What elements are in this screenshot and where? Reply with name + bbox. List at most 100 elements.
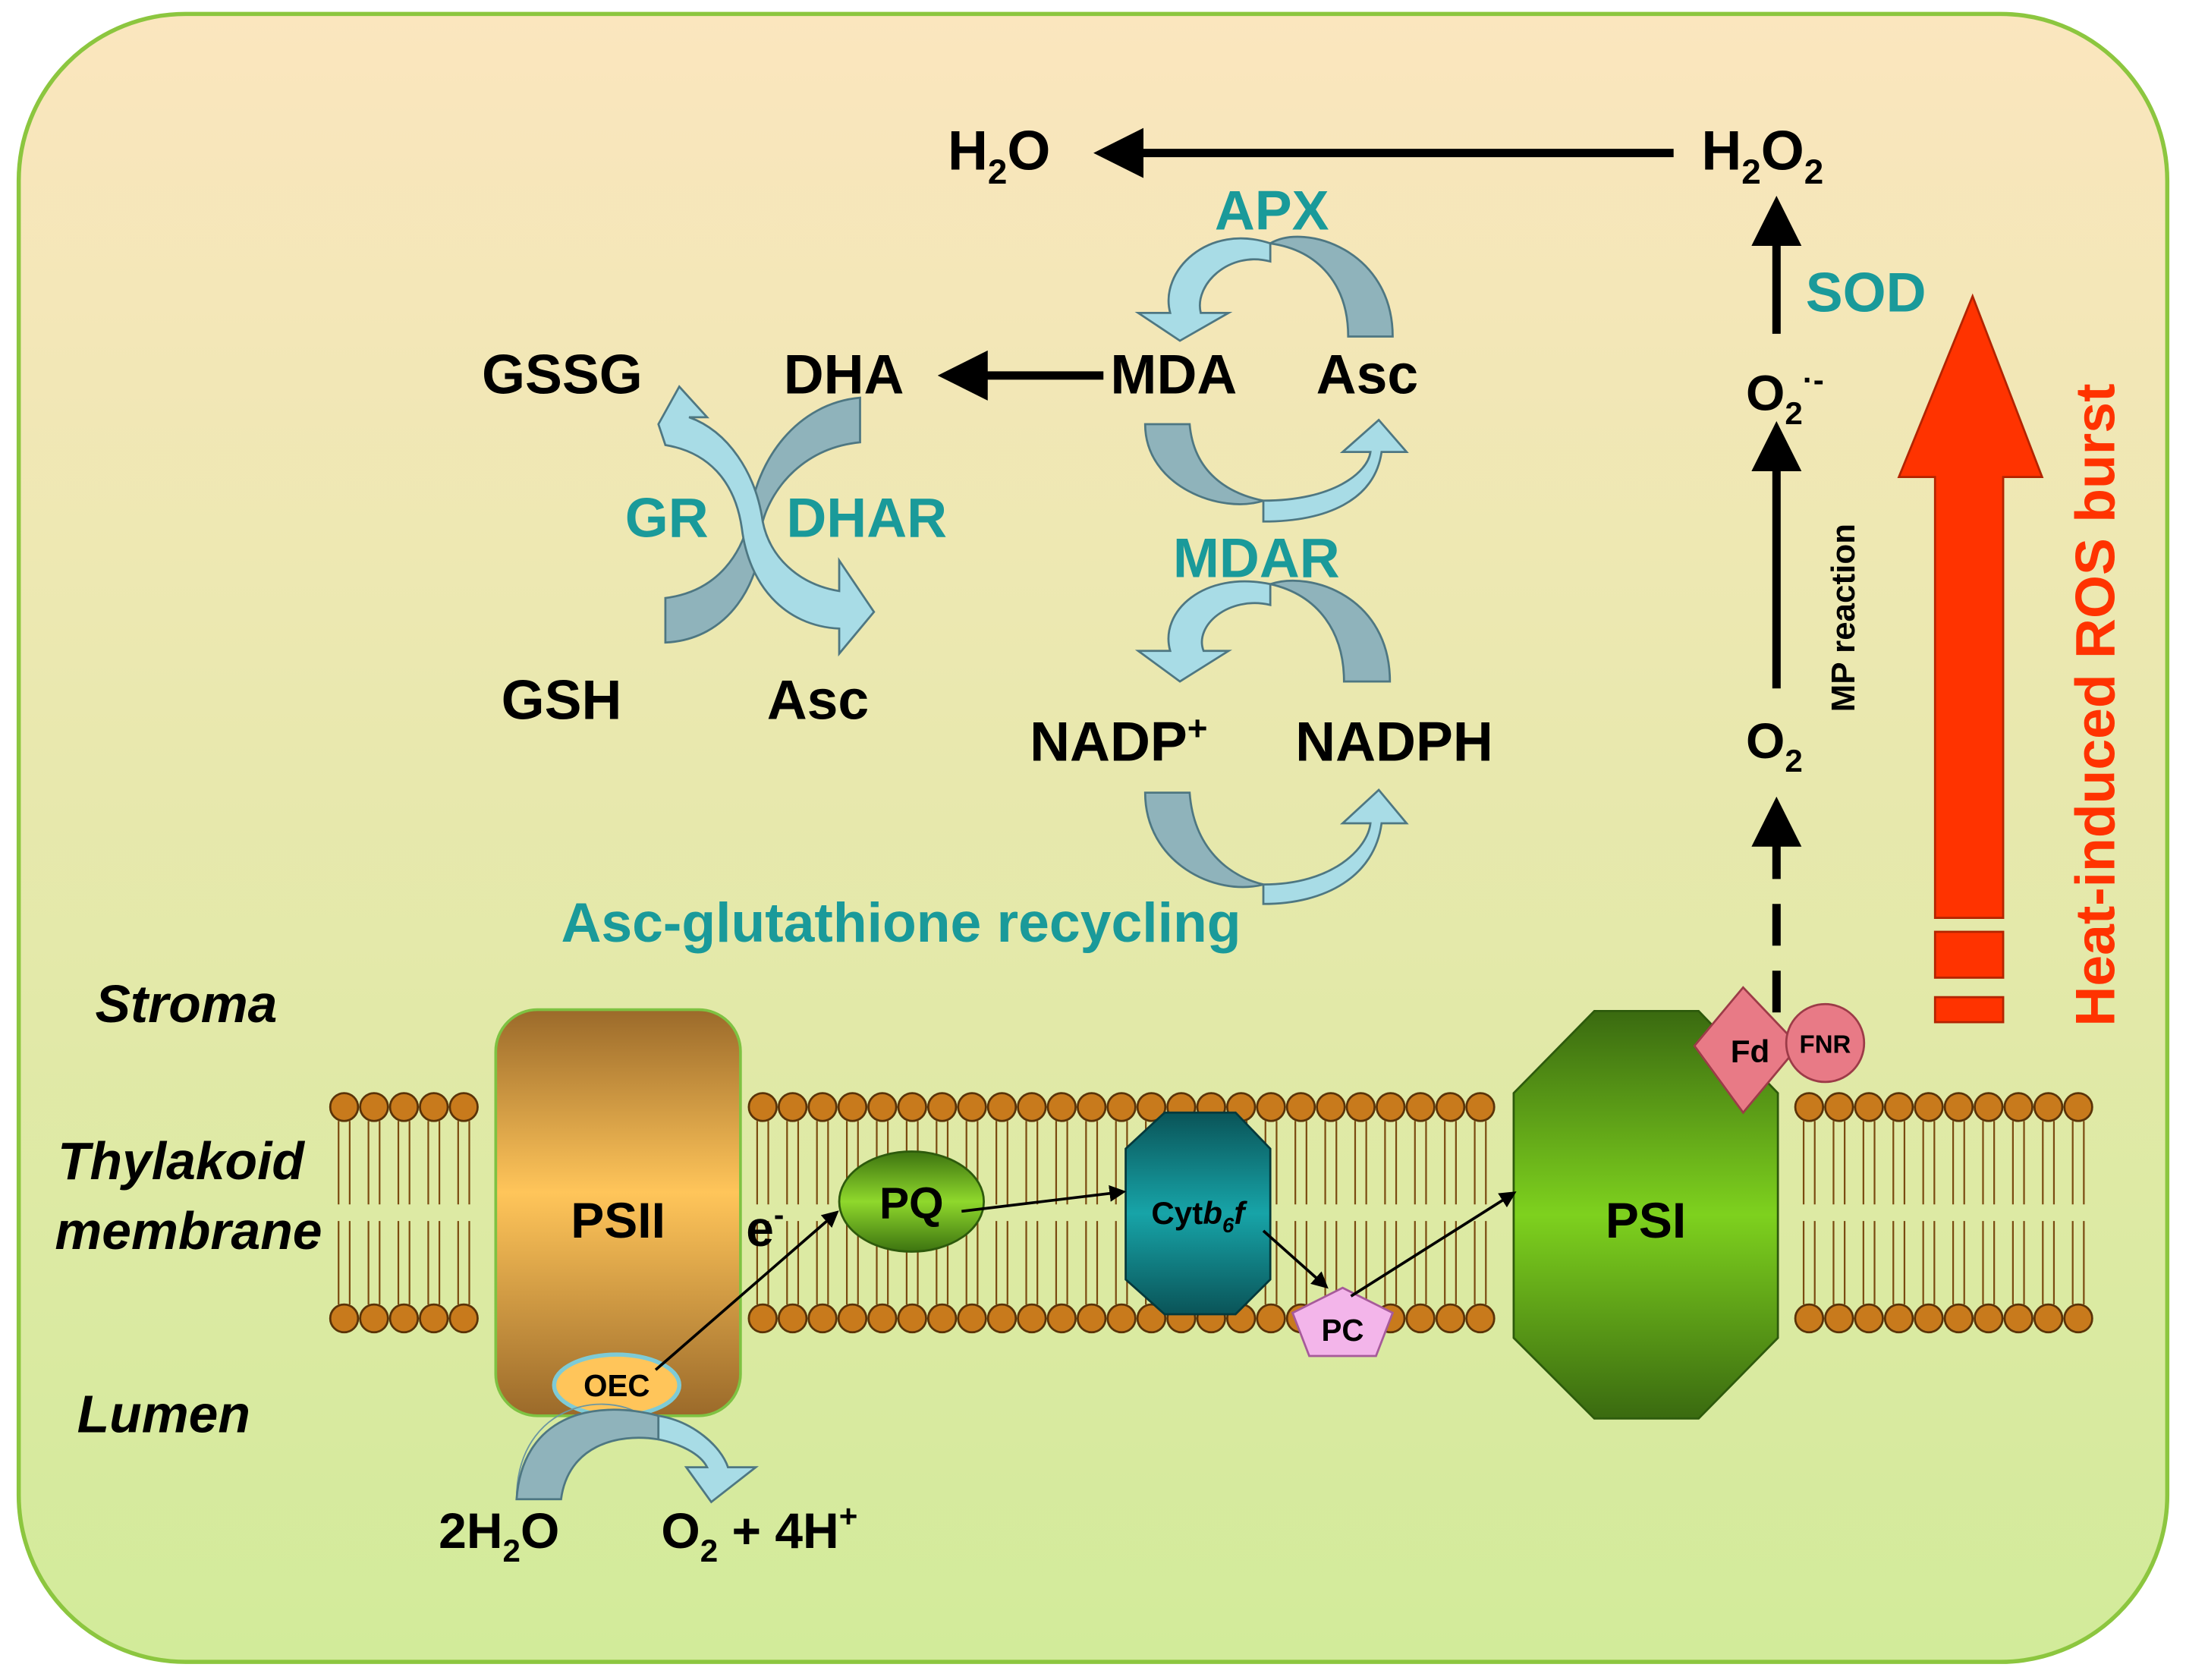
ros-burst-label: Heat-induced ROS burst (2065, 384, 2127, 1027)
dha-label: DHA (784, 344, 904, 406)
mdar-cycle-arrows (1134, 579, 1392, 683)
mda-label: MDA (1110, 344, 1237, 406)
lipid-head (1854, 1303, 1884, 1334)
lipid-head (867, 1092, 898, 1122)
lipid-head (1405, 1303, 1436, 1334)
lipid-head (359, 1092, 389, 1122)
lipid-head (1136, 1303, 1167, 1334)
thylakoid-label: Thylakoid (58, 1131, 305, 1191)
pc-carrier (1291, 1286, 1395, 1358)
lipid-head (2063, 1303, 2093, 1334)
lipid-head (329, 1303, 360, 1334)
o2-label: O2 (1746, 713, 1803, 779)
lipid-head (1285, 1092, 1316, 1122)
oec-label: OEC (583, 1368, 650, 1403)
lipid-head (1076, 1303, 1107, 1334)
lipid-head (1435, 1092, 1466, 1122)
oec-to-pq-arrow (654, 1210, 839, 1371)
lipid-head (2003, 1303, 2033, 1334)
lipid-head (986, 1303, 1018, 1334)
mdar-label: MDAR (1173, 527, 1340, 590)
pq-carrier (838, 1150, 986, 1253)
apx-label: APX (1215, 179, 1329, 241)
cycle-title: Asc-glutathione recycling (561, 892, 1241, 954)
lipid-head (1106, 1092, 1137, 1122)
lipid-head (1046, 1092, 1077, 1122)
psi-label: PSI (1606, 1192, 1686, 1248)
lipid-head (1794, 1092, 1825, 1122)
mda-asc-lower-arrows (1143, 418, 1409, 523)
pc-to-psi-arrow (1350, 1191, 1517, 1298)
stroma-label: Stroma (95, 974, 277, 1033)
pq-to-cyt-arrow (961, 1184, 1127, 1213)
lipid-head (329, 1092, 360, 1122)
pc-label: PC (1321, 1313, 1363, 1348)
lipid-head (747, 1092, 778, 1122)
lipid-head (1435, 1303, 1466, 1334)
lipid-head (807, 1092, 838, 1122)
asc-top-label: Asc (1316, 344, 1418, 406)
lipid-head (807, 1303, 838, 1334)
lipid-head (388, 1092, 420, 1122)
lipid-head (1883, 1303, 1914, 1334)
lipid-head (897, 1303, 927, 1334)
lipid-head (867, 1303, 898, 1334)
dhar-label: DHAR (786, 486, 947, 549)
lipid-head (1136, 1092, 1167, 1122)
lipid-head (837, 1092, 868, 1122)
lipid-head (777, 1303, 808, 1334)
lipid-head (1465, 1303, 1496, 1334)
gsh-label: GSH (502, 669, 622, 731)
gr-label: GR (625, 486, 709, 549)
fd-carrier (1693, 986, 1801, 1115)
lipid-head (388, 1303, 420, 1334)
lipid-head (986, 1092, 1018, 1122)
lipid-head (1943, 1092, 1974, 1122)
nadp-label: NADP+ (1030, 709, 1207, 772)
cyt-b6f-label: Cytb6f (1151, 1195, 1247, 1237)
fnr-carrier (1785, 1002, 1866, 1084)
lipid-head (1106, 1303, 1137, 1334)
lipid-head (419, 1303, 449, 1334)
lipid-head (1824, 1092, 1854, 1122)
sod-label: SOD (1806, 262, 1927, 324)
lipid-head (1017, 1303, 1047, 1334)
lipid-head (1914, 1303, 1944, 1334)
ros-burst-arrow (1897, 293, 2044, 1024)
water-splitting-arrow (515, 1403, 760, 1504)
lipid-head (1854, 1092, 1884, 1122)
lipid-head (2003, 1092, 2033, 1122)
gssg-label: GSSG (482, 344, 643, 406)
lipid-head (1076, 1092, 1107, 1122)
lipid-head (448, 1303, 479, 1334)
lipid-head (957, 1303, 987, 1334)
lipid-head (1824, 1303, 1854, 1334)
lipid-head (2033, 1303, 2064, 1334)
h2o2-label: H2O2 (1701, 120, 1823, 191)
lipid-head (926, 1303, 958, 1334)
gr-dhar-cross-arrows (657, 385, 876, 657)
psii-label: PSII (571, 1192, 665, 1248)
lipid-head (957, 1092, 987, 1122)
lipid-head (1465, 1092, 1496, 1122)
lipid-head (1883, 1092, 1914, 1122)
electron-path (654, 1184, 1517, 1371)
lipid-head (1017, 1092, 1047, 1122)
lipid-head (1405, 1092, 1436, 1122)
lipid-head (2063, 1092, 2093, 1122)
lipid-head (1256, 1303, 1286, 1334)
water-reactant: 2H2O (439, 1502, 559, 1568)
lipid-head (448, 1092, 479, 1122)
lipid-head (1046, 1303, 1077, 1334)
lipid-head (926, 1092, 958, 1122)
lipid-head (1974, 1092, 2004, 1122)
lipid-head (1794, 1303, 1825, 1334)
cyt-to-pc-arrow (1262, 1229, 1329, 1289)
lipid-head (1376, 1092, 1406, 1122)
apx-cycle-arrows (1134, 235, 1394, 342)
lipid-head (1256, 1092, 1286, 1122)
lipid-head (777, 1092, 808, 1122)
mp-reaction-label: MP reaction (1825, 524, 1862, 712)
lipid-head (897, 1092, 927, 1122)
